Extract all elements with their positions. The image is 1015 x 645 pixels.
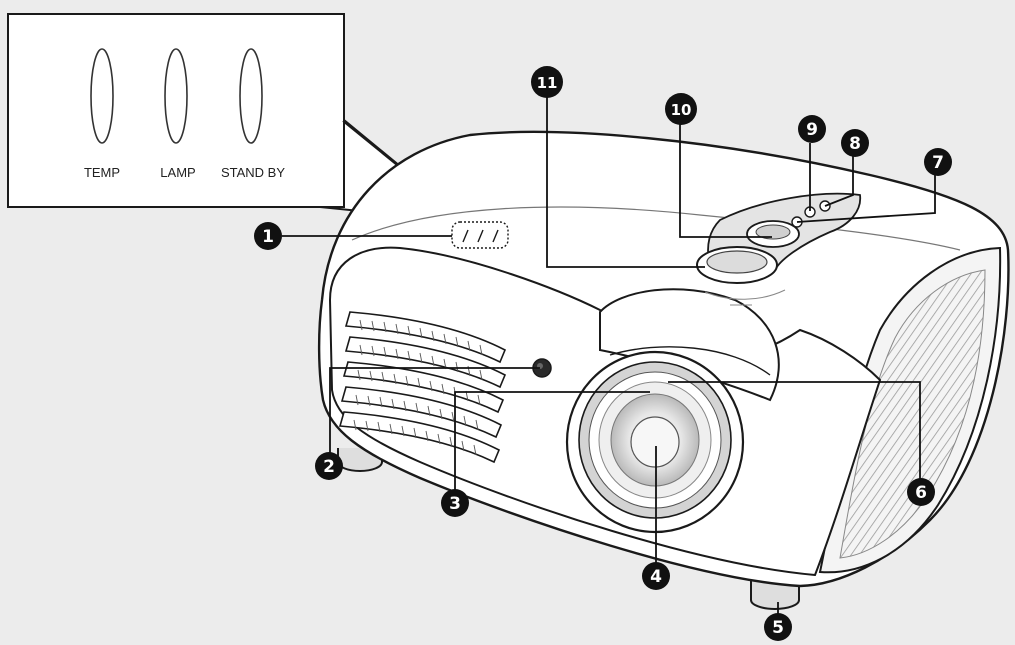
standby-label: STAND BY [221, 165, 285, 180]
indicator-lamps-area [451, 221, 509, 249]
callout-7-label: 7 [932, 153, 944, 173]
lamp-indicator-icon [164, 48, 188, 144]
callout-5-label: 5 [772, 618, 784, 638]
front-vents [338, 311, 507, 464]
lens-icon [630, 416, 680, 468]
lamp-label: LAMP [160, 165, 195, 180]
callout-2: 2 [315, 452, 343, 480]
callout-5: 5 [764, 613, 792, 641]
callout-10: 10 [665, 93, 697, 125]
projector-body [317, 130, 1010, 610]
callout-11: 11 [531, 66, 563, 98]
callout-2-label: 2 [323, 457, 335, 477]
callout-6-label: 6 [915, 483, 927, 503]
leader-lines [282, 96, 936, 614]
callout-4-label: 4 [650, 567, 662, 587]
temp-indicator-icon [90, 48, 114, 144]
callout-3-label: 3 [449, 494, 461, 514]
callout-6: 6 [907, 478, 935, 506]
temp-label: TEMP [84, 165, 120, 180]
callout-8: 8 [841, 129, 869, 157]
callout-11-label: 11 [537, 74, 558, 92]
callout-8-label: 8 [849, 134, 861, 154]
callout-4: 4 [642, 562, 670, 590]
callout-1: 1 [254, 222, 282, 250]
callout-9: 9 [798, 115, 826, 143]
standby-indicator-icon [239, 48, 263, 144]
callout-10-label: 10 [671, 101, 692, 119]
callout-9-label: 9 [806, 120, 818, 140]
callout-3: 3 [441, 489, 469, 517]
callout-1-label: 1 [262, 227, 274, 247]
callout-7: 7 [924, 148, 952, 176]
